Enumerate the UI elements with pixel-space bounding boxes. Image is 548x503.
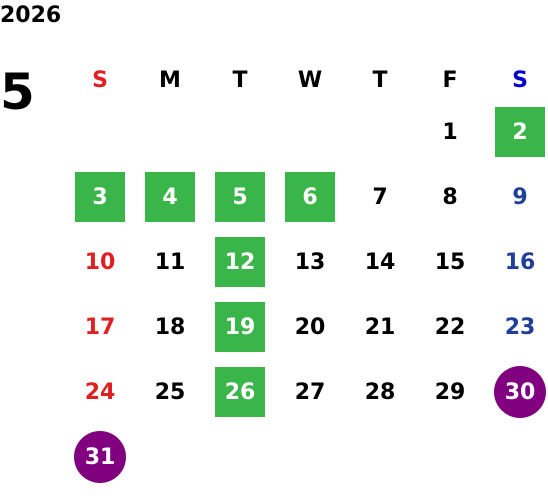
day-cell-12[interactable]: 12 (205, 230, 275, 295)
day-number: 11 (154, 250, 186, 275)
day-number: 30 (504, 380, 536, 405)
day-number: 17 (84, 315, 116, 340)
day-number: 5 (232, 185, 248, 210)
day-number: 12 (224, 250, 256, 275)
day-cell-10[interactable]: 10 (65, 230, 135, 295)
day-number: 6 (302, 185, 318, 210)
day-cell-14[interactable]: 14 (345, 230, 415, 295)
day-cell-13[interactable]: 13 (275, 230, 345, 295)
day-number: 24 (84, 380, 116, 405)
day-cell-25[interactable]: 25 (135, 360, 205, 425)
day-cell-21[interactable]: 21 (345, 295, 415, 360)
weekday-tuesday: T (232, 67, 248, 93)
day-cell-8[interactable]: 8 (415, 165, 485, 230)
day-cell-6[interactable]: 6 (275, 165, 345, 230)
day-cell-18[interactable]: 18 (135, 295, 205, 360)
day-number: 2 (512, 120, 528, 145)
weekday-thursday: T (372, 67, 388, 93)
day-number: 29 (434, 380, 466, 405)
day-cell-4[interactable]: 4 (135, 165, 205, 230)
day-cell-28[interactable]: 28 (345, 360, 415, 425)
day-cell-23[interactable]: 23 (485, 295, 548, 360)
day-number: 18 (154, 315, 186, 340)
day-cell-2[interactable]: 2 (485, 100, 548, 165)
day-cell-3[interactable]: 3 (65, 165, 135, 230)
day-number: 1 (442, 120, 458, 145)
day-number: 16 (504, 250, 536, 275)
day-number: 10 (84, 250, 116, 275)
weekday-wednesday: W (297, 67, 323, 93)
day-cell-11[interactable]: 11 (135, 230, 205, 295)
month-number: 5 (0, 63, 35, 121)
day-cell-24[interactable]: 24 (65, 360, 135, 425)
day-cell-26[interactable]: 26 (205, 360, 275, 425)
year-label: 2026 (0, 3, 62, 28)
day-cell-19[interactable]: 19 (205, 295, 275, 360)
day-number: 20 (294, 315, 326, 340)
day-number: 21 (364, 315, 396, 340)
day-cell-31[interactable]: 31 (65, 425, 135, 490)
day-number: 14 (364, 250, 396, 275)
day-cell-16[interactable]: 16 (485, 230, 548, 295)
day-cell-30[interactable]: 30 (485, 360, 548, 425)
day-number: 25 (154, 380, 186, 405)
day-cell-22[interactable]: 22 (415, 295, 485, 360)
day-number: 9 (512, 185, 528, 210)
day-number: 7 (372, 185, 388, 210)
day-number: 8 (442, 185, 458, 210)
day-cell-17[interactable]: 17 (65, 295, 135, 360)
weekday-sunday: S (92, 67, 108, 93)
weekday-saturday: S (512, 67, 528, 93)
day-number: 13 (294, 250, 326, 275)
day-number: 31 (84, 445, 116, 470)
day-cell-9[interactable]: 9 (485, 165, 548, 230)
day-cell-20[interactable]: 20 (275, 295, 345, 360)
day-cell-27[interactable]: 27 (275, 360, 345, 425)
day-number: 3 (92, 185, 108, 210)
day-number: 4 (162, 185, 178, 210)
day-cell-29[interactable]: 29 (415, 360, 485, 425)
day-cell-15[interactable]: 15 (415, 230, 485, 295)
day-number: 23 (504, 315, 536, 340)
day-number: 22 (434, 315, 466, 340)
day-cell-1[interactable]: 1 (415, 100, 485, 165)
day-number: 19 (224, 315, 256, 340)
day-cell-5[interactable]: 5 (205, 165, 275, 230)
day-cell-7[interactable]: 7 (345, 165, 415, 230)
day-number: 26 (224, 380, 256, 405)
weekday-monday: M (159, 67, 181, 93)
weekday-friday: F (442, 67, 458, 93)
day-number: 27 (294, 380, 326, 405)
day-number: 15 (434, 250, 466, 275)
day-number: 28 (364, 380, 396, 405)
